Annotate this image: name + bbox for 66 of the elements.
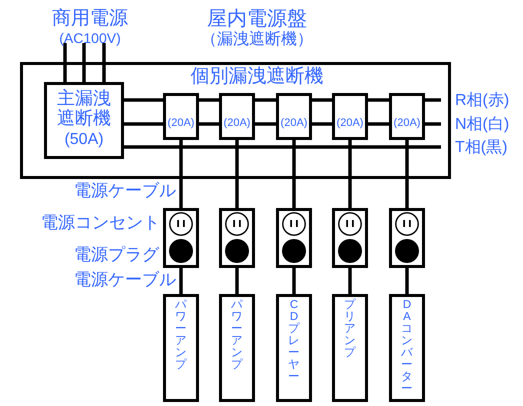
- breaker-rating: (20A): [168, 117, 194, 130]
- cable: [292, 267, 296, 295]
- wire: [367, 122, 390, 126]
- cable: [292, 139, 296, 209]
- source-label: 商用電源: [52, 9, 128, 30]
- device-name: パワーアンプ: [230, 299, 244, 372]
- device-name: パワーアンプ: [174, 299, 188, 372]
- breaker-box: [332, 93, 368, 140]
- panel-title: 屋内電源盤: [207, 8, 307, 30]
- breaker-box: [163, 93, 199, 140]
- breaker-group-label: 個別漏洩遮断機: [190, 67, 324, 88]
- breaker-rating: (20A): [394, 117, 420, 130]
- cable: [235, 139, 239, 209]
- panel-subtitle: （漏洩遮断機）: [201, 31, 313, 49]
- phase-label: R相(赤): [455, 92, 510, 110]
- breaker-rating: (20A): [280, 117, 308, 130]
- breaker-box: [389, 93, 425, 140]
- outlet-box: [219, 208, 255, 268]
- device-box: [276, 294, 312, 402]
- wire: [123, 145, 441, 149]
- device-name: DAコンバーター: [400, 299, 414, 396]
- breaker-rating: (20A): [336, 117, 364, 130]
- wire: [424, 98, 441, 102]
- breaker-rating: (50A): [64, 131, 104, 149]
- cable: [348, 139, 352, 209]
- breaker-box: [276, 93, 312, 140]
- phase-label: T相(黒): [455, 139, 508, 157]
- breaker-rating: (20A): [224, 117, 250, 130]
- wire: [198, 98, 220, 102]
- cable: [348, 267, 352, 295]
- breaker-box: [219, 93, 255, 140]
- wire: [102, 43, 106, 83]
- wire: [254, 122, 277, 126]
- wire: [311, 122, 333, 126]
- wire: [123, 98, 164, 102]
- phase-label: N相(白): [455, 116, 510, 134]
- wire: [123, 122, 164, 126]
- wire: [254, 98, 277, 102]
- cable: [405, 267, 409, 295]
- wire: [198, 122, 220, 126]
- outlet-box: [332, 208, 368, 268]
- cable: [405, 139, 409, 209]
- outlet-box: [276, 208, 312, 268]
- cable: [235, 267, 239, 295]
- device-box: [163, 294, 199, 402]
- cable-label: 電源ケーブル: [74, 271, 176, 290]
- wire: [424, 122, 441, 126]
- plug-label: 電源プラグ: [74, 246, 159, 265]
- cable: [179, 267, 183, 295]
- wire: [82, 43, 86, 83]
- device-box: [219, 294, 255, 402]
- voltage-label: (AC100V): [59, 31, 121, 46]
- outlet-label: 電源コンセント: [41, 214, 160, 233]
- outlet-box: [389, 208, 425, 268]
- wire: [311, 98, 333, 102]
- wire: [367, 98, 390, 102]
- main-breaker-box: [44, 82, 124, 159]
- device-box: [332, 294, 368, 402]
- wire: [63, 43, 67, 83]
- outlet-box: [163, 208, 199, 268]
- device-box: [389, 294, 425, 402]
- device-name: プリアンプ: [343, 299, 357, 360]
- device-name: CDプレーヤー: [287, 299, 301, 384]
- breaker-name: 主漏洩遮断機: [56, 89, 112, 129]
- cable-label: 電源ケーブル: [74, 182, 176, 201]
- cable: [179, 139, 183, 209]
